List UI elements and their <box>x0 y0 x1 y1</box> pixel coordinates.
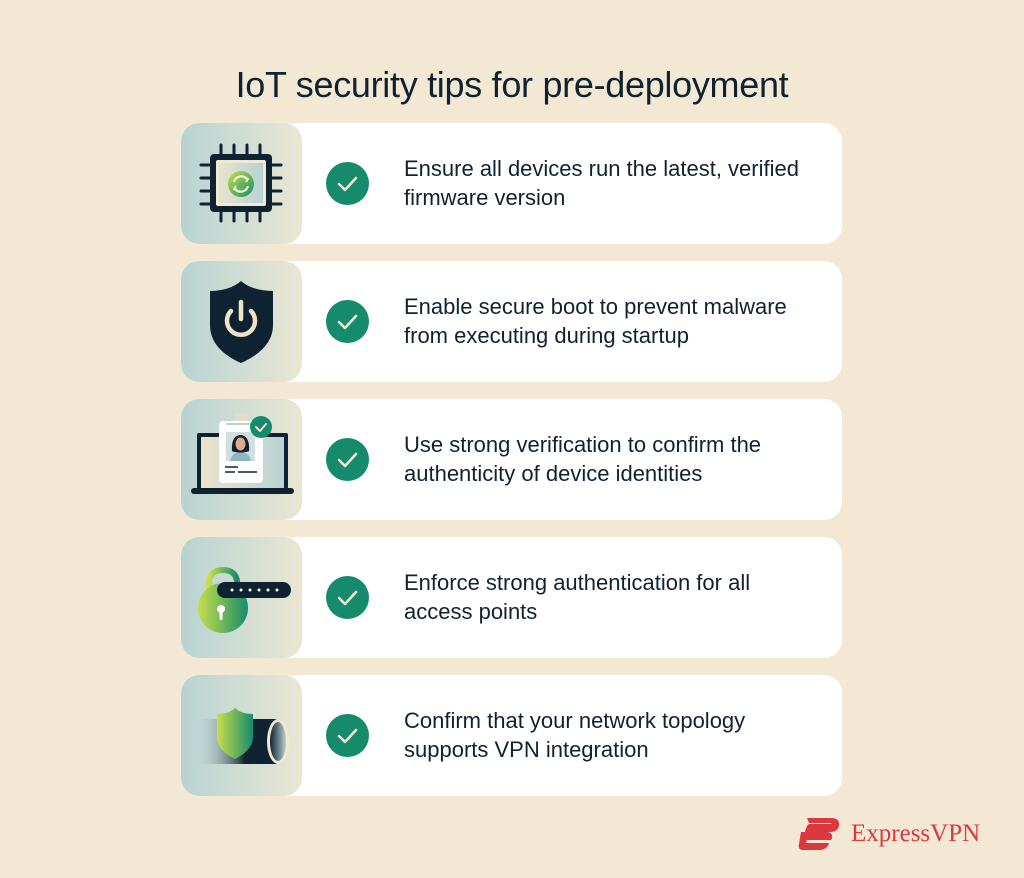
expressvpn-logo-icon <box>798 818 840 850</box>
tip-card-authentication: Enforce strong authentication for all ac… <box>181 537 842 658</box>
laptop-id-badge-icon <box>191 413 294 494</box>
tip-card-secure-boot: Enable secure boot to prevent malware fr… <box>181 261 842 382</box>
microchip-refresh-icon <box>199 143 283 223</box>
tip-card-vpn: Confirm that your network topology suppo… <box>181 675 842 796</box>
page-title: IoT security tips for pre-deployment <box>235 64 789 106</box>
checkmark-circle-icon <box>326 576 369 619</box>
icon-panel <box>181 537 302 658</box>
brand-logo: ExpressVPN <box>797 814 980 854</box>
icon-panel <box>181 261 302 382</box>
shield-tunnel-icon <box>197 708 289 764</box>
icon-panel <box>181 399 302 520</box>
padlock-password-icon <box>198 566 291 633</box>
checkmark-circle-icon <box>326 162 369 205</box>
shield-power-icon <box>210 281 273 363</box>
tip-text: Confirm that your network topology suppo… <box>404 708 746 762</box>
tip-text: Ensure all devices run the latest, verif… <box>404 156 799 210</box>
tip-text: Use strong verification to confirm the a… <box>404 432 762 486</box>
icon-panel <box>181 675 302 796</box>
icon-panel <box>181 123 302 244</box>
tip-card-firmware: Ensure all devices run the latest, verif… <box>181 123 842 244</box>
tip-card-device-identity: Use strong verification to confirm the a… <box>181 399 842 520</box>
tip-text: Enable secure boot to prevent malware fr… <box>404 294 787 348</box>
brand-name: ExpressVPN <box>851 820 981 847</box>
checkmark-circle-icon <box>326 300 369 343</box>
checkmark-circle-icon <box>326 714 369 757</box>
checkmark-circle-icon <box>326 438 369 481</box>
tip-text: Enforce strong authentication for all ac… <box>404 570 751 624</box>
